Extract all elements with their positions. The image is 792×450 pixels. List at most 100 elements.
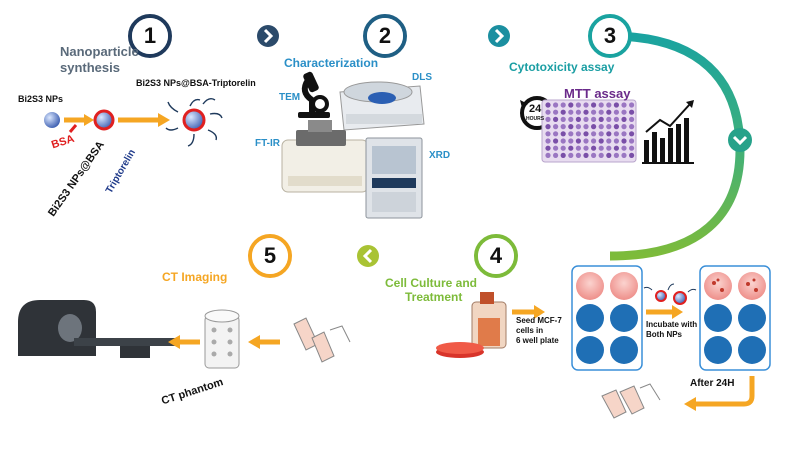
six-well-plate-seeded [571,265,643,371]
well-dot [560,138,566,144]
well-dot [545,102,551,108]
well-dot [545,131,551,137]
well-dot [553,152,559,158]
seed-line: 6 well plate [516,336,559,345]
well-dot [545,116,551,122]
well-dot [568,124,574,130]
well-dot [629,124,635,130]
nanoparticle-synthesis-illustration [44,97,223,147]
ftir-instrument [281,120,369,193]
petri-dish-icon [436,342,484,358]
well-dot [568,131,574,137]
well-dot [591,145,597,151]
well-dot [568,145,574,151]
step-4-number: 4 [478,238,514,274]
well-dot [606,124,612,130]
microscope-icon [298,71,330,118]
well-dot [560,124,566,130]
well-dot [598,152,604,158]
well-dot [545,109,551,115]
well-dot [598,124,604,130]
well-dot [575,102,582,108]
step-5-number: 5 [252,238,288,274]
step-1-title-line2: synthesis [60,60,120,75]
well-dot [598,131,604,137]
final-np-label: Bi2S3 NPs@BSA-Triptorelin [136,78,256,88]
well-dot [575,124,582,130]
well-dot [560,102,566,108]
well-dot [598,116,604,122]
well-dot [621,145,627,151]
step-1-title-line1: Nanoparticle [60,44,139,59]
well-dot [583,109,589,115]
sample-tubes-icon [293,317,351,363]
chevron-down-icon [728,128,752,152]
well-dot [560,109,566,115]
well-dot [560,145,566,151]
well-dot [553,116,559,122]
mtt-assay-label: MTT assay [564,86,631,101]
well-dot [560,116,566,122]
well-dot [598,102,604,108]
well-dot [591,152,597,158]
well-dot [621,138,627,144]
well-dot [583,152,589,158]
well-dot [553,145,559,151]
dls-label: DLS [412,72,432,83]
well-dot [606,102,612,108]
return-arrow-icon [684,376,755,411]
well-dot [621,109,627,115]
after-24h-label: After 24H [690,378,735,389]
well-dot [560,131,566,137]
well-dot [568,109,574,115]
well-dot [629,102,635,108]
well-dot [629,131,635,137]
well-dot [591,124,597,130]
bi2s3-nanoparticle-icon [44,112,60,128]
well-dot [583,124,589,130]
well-dot [575,145,582,151]
well-dot [575,116,582,122]
ct-scanner-icon [18,300,176,358]
hours-text: HOURS [526,116,545,122]
tem-label: TEM [279,92,301,103]
step-2-number: 2 [367,18,403,54]
incubate-line: Incubate with [646,320,698,329]
well-dot [629,109,635,115]
well-dot [613,116,620,122]
dls-instrument [339,81,425,131]
step-2-title: Characterization [284,56,379,70]
nanoparticle-pair-icon [643,283,697,305]
six-well-plate-treated [699,265,771,371]
well-dot [606,145,612,151]
well-dot [613,152,620,158]
well-dot [613,145,620,151]
well-dot [591,102,597,108]
well-dot [621,152,627,158]
well-dot [583,102,589,108]
well-dot [606,109,612,115]
well-dot [613,109,620,115]
well-dot [613,102,620,108]
well-dot [621,102,627,108]
well-dot [591,138,597,144]
well-dot [629,138,635,144]
well-dot [545,152,551,158]
well-dot [553,109,559,115]
well-dot [629,145,635,151]
well-dot [591,116,597,122]
np-bsa-triptorelin-icon [165,97,223,147]
well-dot [621,131,627,137]
well-dot [621,116,627,122]
well-dot [560,152,566,158]
well-dot [545,145,551,151]
well-dot [568,116,574,122]
bi2s3-np-label: Bi2S3 NPs [18,94,64,104]
well-dot [545,124,551,130]
well-dot [568,102,574,108]
well-dot [606,138,612,144]
96-well-plate-icon [541,99,637,163]
ct-phantom-icon [204,309,240,369]
well-dot [629,116,635,122]
